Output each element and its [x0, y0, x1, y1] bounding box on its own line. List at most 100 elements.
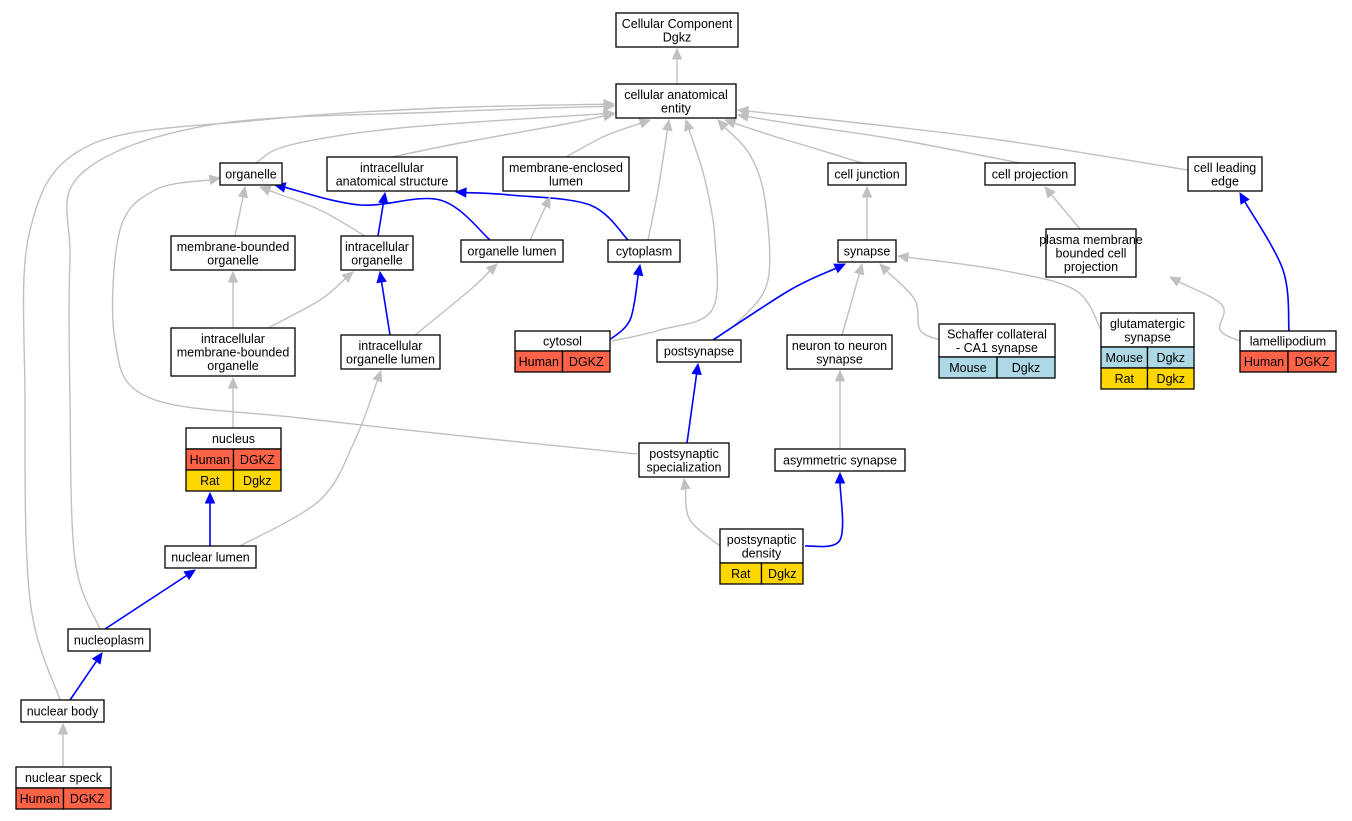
edge-organelle-to-cae — [255, 108, 616, 164]
arrowhead-icon — [227, 270, 239, 283]
node-label: cell leading — [1194, 161, 1257, 175]
gene-cell-text: DGKZ — [240, 453, 275, 467]
edge-cytosol-to-cytoplasm — [607, 263, 644, 342]
arrowhead-icon — [57, 722, 69, 735]
gene-cell-text: Dgkz — [243, 474, 271, 488]
arrowhead-icon — [603, 98, 616, 110]
gene-cell-text: DGKZ — [70, 792, 105, 806]
species-cell: Human — [15, 787, 65, 810]
gene-cell-text: Dgkz — [768, 567, 796, 581]
edge-psd-to-asyn — [804, 471, 846, 548]
edge-pmbcp-to-cellprojection — [1044, 186, 1081, 230]
arrowhead-icon — [378, 191, 389, 205]
gene-cell-text: Dgkz — [1157, 372, 1185, 386]
edge-asyn-to-nns — [834, 369, 846, 449]
arrowhead-icon — [691, 362, 702, 376]
arrowhead-icon — [861, 185, 873, 198]
node-label: organelle — [351, 253, 402, 267]
arrowhead-icon — [723, 118, 737, 129]
gene-cell: DGKZ — [232, 448, 282, 471]
edge-iol-to-ol — [414, 263, 498, 336]
edge-glut-to-synapse — [896, 252, 1102, 331]
arrowhead-icon — [854, 262, 865, 276]
node-label: nuclear body — [27, 705, 99, 719]
node-nbody[interactable]: nuclear body — [20, 699, 105, 723]
node-postsynapse[interactable]: postsynapse — [656, 339, 742, 363]
node-nucleoplasm[interactable]: nucleoplasm — [67, 628, 151, 652]
node-label: cytosol — [543, 335, 582, 349]
node-asyn[interactable]: asymmetric synapse — [774, 448, 906, 472]
species-cell-text: Human — [190, 453, 230, 467]
edge-nbody-to-cae — [22, 98, 616, 701]
arrowhead-icon — [540, 195, 551, 209]
edge-lamellipodium-to-pmbcp — [1168, 276, 1241, 342]
node-synapse[interactable]: synapse — [837, 239, 897, 263]
node-label: anatomical structure — [336, 174, 449, 188]
edge-imbo-to-mbo — [227, 270, 239, 328]
species-cell-text: Mouse — [949, 361, 987, 375]
species-cell: Rat — [1100, 367, 1149, 390]
edge-ias-to-cae — [391, 110, 616, 158]
node-label: synapse — [844, 245, 891, 259]
species-cell: Human — [1239, 350, 1289, 373]
edge-nspeck-to-nbody — [57, 722, 69, 767]
edge-io-to-ias — [377, 191, 389, 237]
node-nlumen[interactable]: nuclear lumen — [164, 545, 257, 569]
species-cell: Human — [514, 350, 564, 373]
arrowhead-icon — [834, 369, 846, 382]
arrowhead-icon — [204, 491, 216, 504]
edge-pss-to-postsynapse — [686, 362, 702, 444]
arrowhead-icon — [372, 369, 383, 383]
node-label: cytoplasm — [616, 245, 672, 259]
node-label: intracellular — [360, 161, 424, 175]
edge-pss-to-organelle — [111, 174, 638, 455]
species-cell: Mouse — [1100, 346, 1149, 369]
edge-postsynapse-to-synapse — [712, 263, 847, 341]
species-cell-text: Human — [519, 355, 559, 369]
arrowhead-icon — [454, 187, 467, 198]
node-label: Schaffer collateral — [947, 327, 1047, 341]
node-organelle[interactable]: organelle — [219, 162, 283, 186]
node-cellprojection[interactable]: cell projection — [984, 162, 1076, 186]
edge-cae-to-root — [671, 47, 683, 84]
node-label: glutamatergic — [1110, 317, 1185, 331]
node-label: membrane-bounded — [177, 346, 290, 360]
edge-mbo-to-organelle — [234, 185, 249, 237]
edge-mel-to-cae — [565, 118, 652, 158]
species-cell-text: Rat — [731, 567, 751, 581]
node-label: plasma membrane — [1039, 233, 1143, 247]
node-label: density — [742, 546, 782, 560]
node-cytoplasm[interactable]: cytoplasm — [607, 239, 681, 263]
arrowhead-icon — [717, 119, 730, 132]
gene-cell-text: DGKZ — [1295, 355, 1330, 369]
node-label: postsynaptic — [727, 533, 796, 547]
node-label: postsynaptic — [649, 447, 718, 461]
node-celljunction[interactable]: cell junction — [827, 162, 907, 186]
node-label: organelle lumen — [346, 352, 435, 366]
gene-cell: Dgkz — [1146, 346, 1195, 369]
edge-lamellipodium-to-cle — [1239, 191, 1290, 332]
node-ol[interactable]: organelle lumen — [460, 239, 564, 263]
species-cell: Rat — [719, 562, 763, 585]
arrowhead-icon — [1044, 186, 1056, 199]
